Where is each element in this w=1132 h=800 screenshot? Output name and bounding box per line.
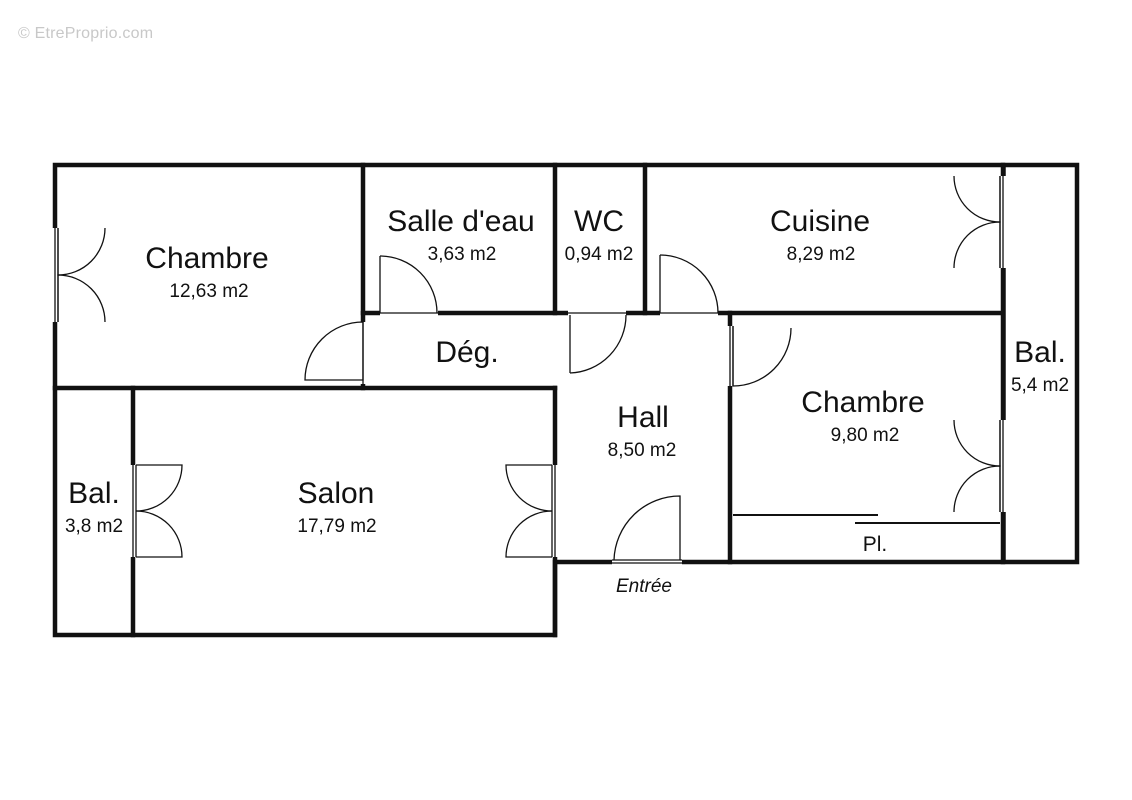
chambre1-name: Chambre <box>145 242 268 275</box>
salon-window-left-icon <box>135 464 183 512</box>
watermark: © EtreProprio.com <box>18 25 154 42</box>
chambre-window-left-icon <box>57 227 106 276</box>
cuisine-name: Cuisine <box>770 205 870 238</box>
salledeau-name: Salle d'eau <box>387 205 535 238</box>
cuisine-door-icon <box>659 254 719 314</box>
placard-name: Pl. <box>863 533 888 556</box>
cuisine-window-icon <box>953 175 1001 223</box>
salledeau-door-icon <box>379 255 438 314</box>
cuisine-area: 8,29 m2 <box>787 244 856 265</box>
doors <box>52 175 1007 566</box>
chambre2-name: Chambre <box>801 386 924 419</box>
entrance-door-icon <box>613 495 681 561</box>
salon-area: 17,79 m2 <box>297 516 376 537</box>
hall-area: 8,50 m2 <box>608 440 677 461</box>
chambre1-area: 12,63 m2 <box>169 281 248 302</box>
wc-name: WC <box>574 205 624 238</box>
room-labels: Chambre 12,63 m2 Salle d'eau 3,63 m2 WC … <box>65 205 1069 597</box>
wc-area: 0,94 m2 <box>565 244 634 265</box>
chambre2-window-icon <box>953 419 1001 467</box>
balcon-droit-name: Bal. <box>1014 336 1066 369</box>
balcon-gauche-area: 3,8 m2 <box>65 516 123 537</box>
balcon-droit-area: 5,4 m2 <box>1011 375 1069 396</box>
chambre-door-icon <box>304 321 364 381</box>
chambre2-door-icon <box>732 326 792 387</box>
hall-name: Hall <box>617 401 669 434</box>
chambre-window-left2-icon <box>57 274 106 323</box>
salledeau-area: 3,63 m2 <box>428 244 497 265</box>
degagement-name: Dég. <box>435 336 498 369</box>
balcon-gauche-name: Bal. <box>68 477 120 510</box>
salon-name: Salon <box>298 477 375 510</box>
chambre2-area: 9,80 m2 <box>831 425 900 446</box>
entrance-label: Entrée <box>616 576 672 597</box>
wc-door-icon <box>569 314 627 374</box>
salon-window-right-icon <box>505 464 553 512</box>
placard <box>733 514 1000 524</box>
